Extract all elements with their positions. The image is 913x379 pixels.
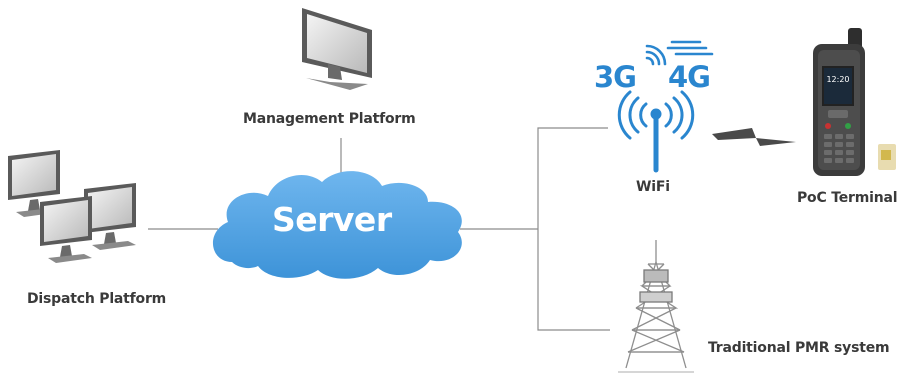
poc-terminal-icon: 12:20 (813, 28, 896, 176)
management-platform-label: Management Platform (243, 111, 416, 127)
server-label: Server (272, 200, 392, 239)
pmr-tower-icon (618, 240, 694, 373)
speed-lines-icon (666, 40, 714, 56)
pmr-system-label: Traditional PMR system (708, 340, 890, 356)
terminal-clock: 12:20 (826, 75, 849, 84)
dispatch-monitors-icon (8, 150, 136, 263)
badge-3g: 3G (594, 60, 637, 94)
dispatch-platform-label: Dispatch Platform (27, 291, 167, 307)
wifi-label: WiFi (636, 179, 670, 195)
management-monitor-icon (302, 8, 372, 90)
signal-arcs-icon (645, 44, 667, 66)
server-cloud-icon (212, 171, 462, 279)
poc-terminal-label: PoC Terminal (797, 190, 898, 206)
wifi-antenna-icon (617, 90, 695, 173)
wireless-link-icon (712, 128, 796, 146)
badge-4g: 4G (668, 60, 711, 94)
